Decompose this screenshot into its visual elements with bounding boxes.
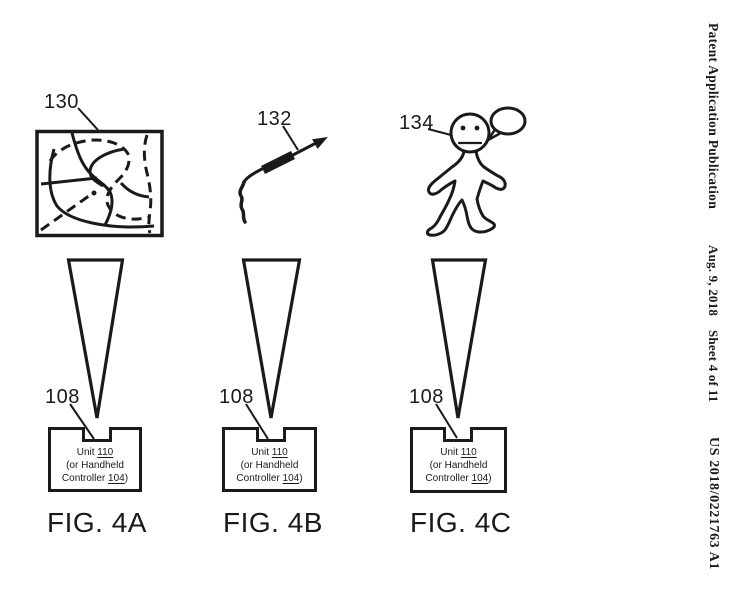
arrow-tail-squiggle [238, 180, 247, 224]
paren-close: ) [124, 472, 129, 484]
unit-line-2: (or Handheld [429, 460, 488, 471]
person-body-outline [425, 149, 507, 237]
unit-word: Unit [76, 446, 98, 458]
header-date: Aug. 9, 2018 [706, 245, 721, 317]
paren-close: ) [488, 473, 492, 484]
unit-ref-110: 110 [271, 446, 288, 458]
projector-aperture-a [82, 427, 112, 442]
controller-ref-104: 104 [471, 473, 489, 484]
speech-bubble [489, 106, 527, 136]
unit-word: Unit [251, 446, 272, 458]
unit-line-2: (or Handheld [240, 459, 299, 471]
speech-bubble-tail [486, 129, 501, 142]
controller-word: Controller [425, 473, 472, 484]
map-road [40, 176, 98, 186]
ref-label-108-a: 108 [45, 386, 80, 408]
fig-caption-4c: FIG. 4C [410, 507, 512, 538]
person-head [449, 112, 491, 154]
ref-label-134: 134 [399, 112, 434, 134]
map-dashed-road [40, 191, 94, 232]
unit-box-text-b: Unit 110 (or Handheld Controller 104) [225, 443, 314, 487]
leader-lines [69, 107, 458, 440]
unit-box-c: Unit 110 (or Handheld Controller 104) [410, 427, 507, 493]
fig-caption-4b: FIG. 4B [223, 507, 323, 538]
arrow-elbow [242, 167, 264, 184]
controller-word: Controller [236, 472, 283, 484]
map-dashed-road [142, 134, 153, 234]
arrow-head [312, 136, 328, 149]
map-road [88, 147, 125, 188]
ref-label-130: 130 [44, 91, 79, 113]
unit-word: Unit [440, 447, 461, 458]
paren-close: ) [299, 472, 303, 484]
person-eye [474, 125, 480, 131]
projector-aperture-b [256, 427, 286, 442]
header-patent-number: US 2018/0221763 A1 [706, 437, 721, 570]
unit-ref-110: 110 [97, 446, 114, 458]
projector-aperture-c [443, 427, 473, 442]
person-eye [460, 125, 466, 131]
unit-box-text-c: Unit 110 (or Handheld Controller 104) [413, 443, 504, 488]
map-road [48, 148, 155, 229]
unit-line-2: (or Handheld [66, 459, 124, 471]
map-road [119, 181, 150, 199]
unit-ref-110: 110 [460, 447, 477, 458]
controller-ref-104: 104 [282, 472, 300, 484]
arrow-thick-body [260, 150, 296, 175]
map-road [70, 132, 114, 226]
ref-label-108-c: 108 [409, 386, 444, 408]
person-projection-drawing [425, 106, 527, 237]
map-dashed-road [48, 138, 149, 221]
leader-line-130 [77, 107, 99, 131]
header-sheet-number: Sheet 4 of 11 [706, 330, 721, 403]
arrow-shaft [289, 140, 320, 158]
unit-box-text-a: Unit 110 (or Handheld Controller 104) [51, 443, 139, 487]
ref-label-132: 132 [257, 108, 292, 130]
map-frame [35, 129, 164, 238]
map-dot [91, 190, 97, 196]
controller-word: Controller [61, 472, 109, 484]
unit-box-b: Unit 110 (or Handheld Controller 104) [222, 427, 317, 492]
pointer-arrow-drawing [238, 136, 328, 224]
header-publication-title: Patent Application Publication [706, 23, 721, 210]
ref-label-108-b: 108 [219, 386, 254, 408]
controller-ref-104: 104 [108, 472, 125, 484]
map-projection-drawing [35, 129, 164, 238]
unit-box-a: Unit 110 (or Handheld Controller 104) [48, 427, 142, 492]
fig-caption-4a: FIG. 4A [47, 507, 147, 538]
